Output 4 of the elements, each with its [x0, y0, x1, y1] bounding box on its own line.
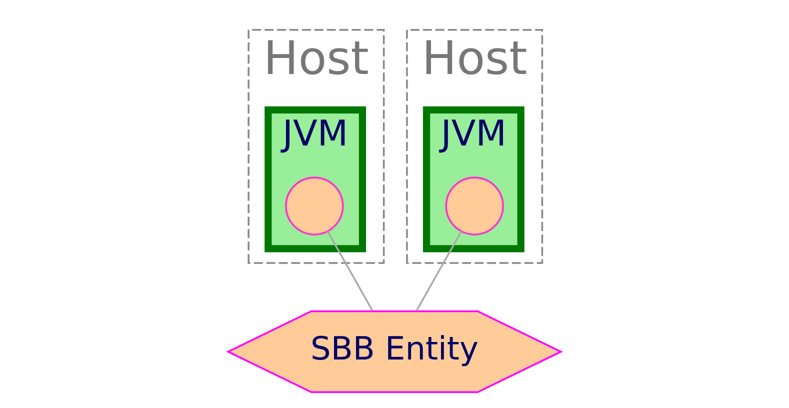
node-circle — [445, 176, 504, 236]
cluster: JVM — [264, 106, 366, 252]
node-circle — [285, 176, 344, 236]
cluster: JVM — [422, 106, 524, 252]
